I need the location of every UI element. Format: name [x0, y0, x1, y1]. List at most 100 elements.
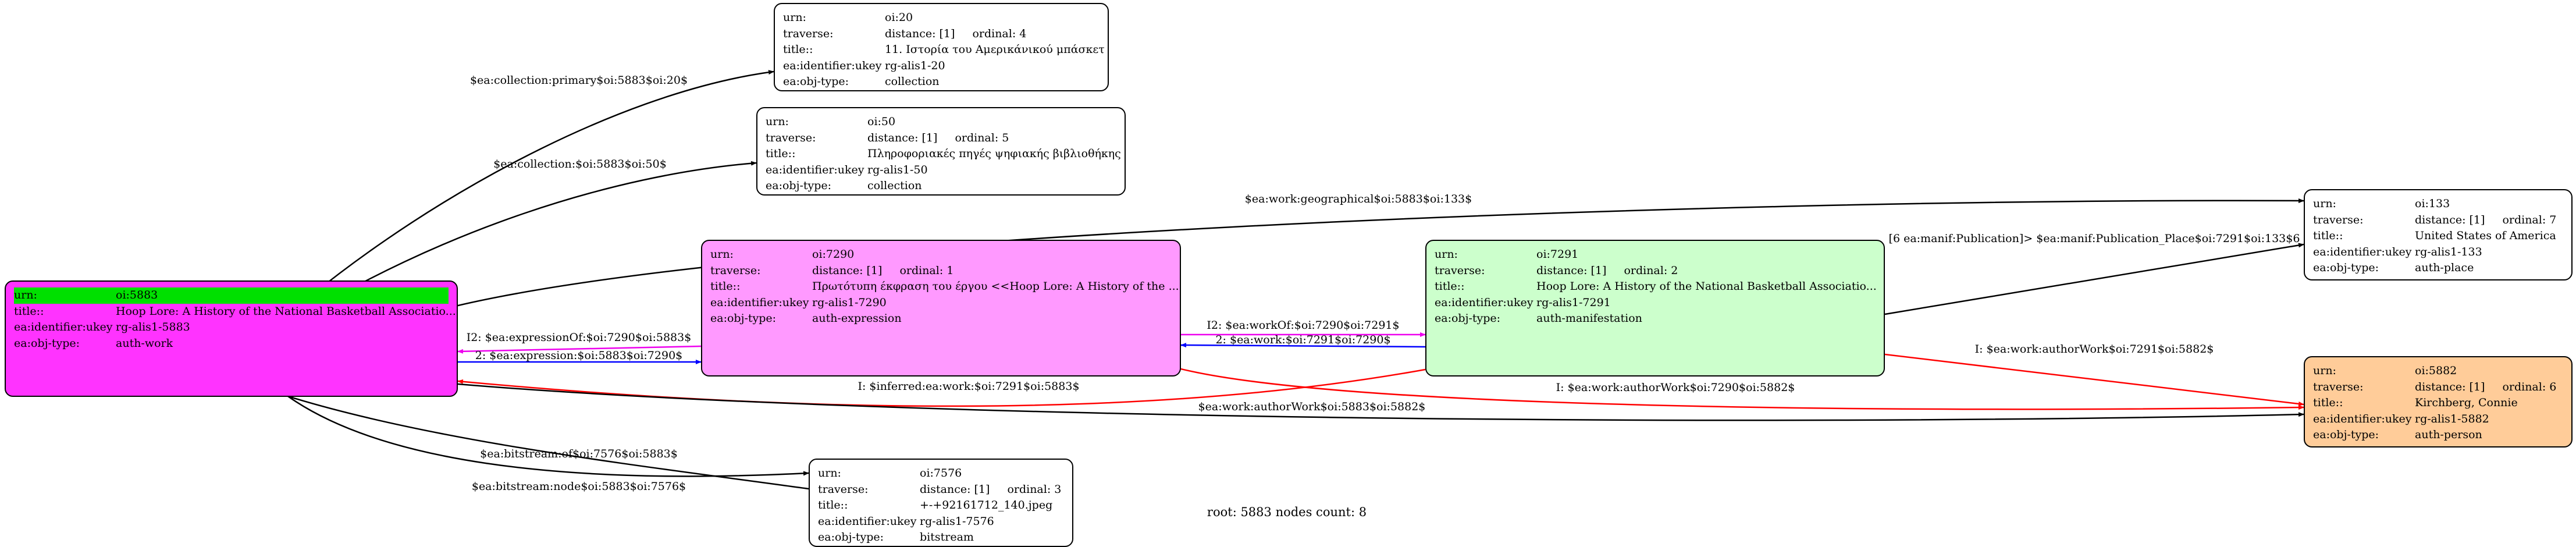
- node-oi-50[interactable]: urn:oi:50 traverse:distance: [1]ordinal:…: [756, 107, 1126, 196]
- field-row: title::+-+92161712_140.jpeg: [818, 498, 1064, 514]
- field-label: ea:identifier:ukey: [783, 59, 882, 72]
- field-value: distance: [1]ordinal: 1: [812, 263, 1172, 279]
- field-label: ea:identifier:ukey: [2313, 245, 2412, 258]
- edge-expression-of: [457, 345, 702, 354]
- node-oi-20[interactable]: urn: oi:20 traverse:distance: [1]ordinal:…: [774, 3, 1109, 91]
- edge-author-work-7290: [1180, 368, 2304, 410]
- edge-label-bitstream-of: $ea:bitstream:of$oi:7576$oi:5883$: [480, 447, 678, 460]
- field-value: distance: [1]ordinal: 7: [2415, 212, 2563, 229]
- edge-collection-primary: [277, 70, 774, 324]
- field-value: Πληροφοριακές πηγές ψηφιακής βιβλιοθήκης: [867, 147, 1121, 160]
- edge-bitstream-of: [287, 395, 809, 490]
- field-row: title::Hoop Lore: A History of the Natio…: [14, 304, 456, 320]
- node-oi-7576[interactable]: urn:oi:7576 traverse:distance: [1]ordina…: [809, 459, 1073, 547]
- edge-label-work-of: I2: $ea:workOf:$oi:7290$oi:7291$: [1207, 319, 1400, 332]
- field-label: traverse:: [766, 131, 816, 144]
- field-label: traverse:: [710, 264, 761, 277]
- field-label: title::: [2313, 229, 2343, 242]
- node-ukey: rg-alis1-5883: [116, 321, 190, 333]
- edge-label-expression-of: I2: $ea:expressionOf:$oi:7290$oi:5883$: [466, 331, 692, 344]
- field-value: distance: [1]ordinal: 5: [867, 130, 1116, 147]
- field-row: ea:obj-type:auth-person: [2313, 427, 2563, 443]
- field-row: ea:obj-type:auth-expression: [710, 311, 1172, 327]
- field-value: rg-alis1-7290: [812, 296, 887, 309]
- field-row: ea:obj-type: bitstream: [818, 530, 1064, 546]
- field-row: urn:oi:133: [2313, 196, 2563, 212]
- field-value: oi:5882: [2415, 364, 2457, 377]
- node-oi-5883[interactable]: urn:oi:5883 title::Hoop Lore: A History …: [5, 280, 458, 397]
- field-value: oi:50: [867, 115, 896, 128]
- field-label: urn:: [783, 11, 806, 24]
- edge-label-author-work-7291: I: $ea:work:authorWork$oi:7291$oi:5882$: [1974, 343, 2214, 356]
- node-oi-133[interactable]: urn:oi:133 traverse: distance: [1]ordinal…: [2304, 189, 2573, 280]
- field-label: traverse:: [2313, 380, 2364, 393]
- field-value: Kirchberg, Connie: [2415, 396, 2518, 409]
- field-label: ea:obj-type:: [14, 336, 80, 350]
- field-value: distance: [1]ordinal: 3: [920, 482, 1064, 498]
- field-value: rg-alis1-5882: [2415, 412, 2489, 425]
- field-row: traverse: distance: [1]ordinal: 5: [766, 130, 1116, 147]
- edge-label-work: 2: $ea:work:$oi:7291$oi:7290$: [1215, 333, 1391, 346]
- node-urn: oi:5883: [116, 289, 158, 301]
- field-label: title::: [1435, 280, 1465, 293]
- field-row: title::Hoop Lore: A History of the Natio…: [1435, 279, 1877, 295]
- edge-author-work-5883: [457, 383, 2304, 421]
- field-value: rg-alis1-20: [885, 59, 945, 72]
- field-value: distance: [1]: [2415, 380, 2485, 393]
- edges-layer: [277, 70, 2304, 490]
- field-row: traverse:distance: [1]ordinal: 4: [783, 26, 1100, 42]
- field-label: urn:: [1435, 248, 1458, 261]
- field-value: distance: [1]ordinal: 6: [2415, 379, 2563, 396]
- field-label: title::: [783, 43, 813, 56]
- field-value: distance: [1]: [920, 482, 990, 496]
- field-row: traverse: distance: [1]ordinal: 1: [710, 263, 1172, 279]
- edge-label-bitstream-node: $ea:bitstream:node$oi:5883$oi:7576$: [471, 480, 686, 493]
- field-row: title::United States of America: [2313, 228, 2563, 244]
- node-oi-5882[interactable]: urn: oi:5882 traverse: distance: [1]ordina…: [2304, 356, 2573, 447]
- field-row: title::11. Ιστορία του Αμερικάνικού μπάσ…: [783, 42, 1105, 58]
- field-row: ea:obj-type:collection: [783, 74, 1100, 90]
- edge-bitstream-node: [287, 395, 809, 477]
- edge-author-work-7291: [1884, 353, 2304, 406]
- node-oi-7290[interactable]: urn:oi:7290 traverse:distance: [1]ordina…: [701, 240, 1181, 376]
- edge-work-geographical: [395, 198, 2304, 325]
- field-value: +-+92161712_140.jpeg: [920, 499, 1053, 512]
- field-value: ordinal: 5: [955, 131, 1009, 144]
- field-row: traverse:distance: [1]ordinal: 3: [818, 482, 1064, 498]
- field-row: urn: oi:20: [783, 10, 1100, 26]
- field-value: oi:133: [2415, 197, 2450, 210]
- field-value: distance: [1]: [2415, 213, 2485, 226]
- field-value: rg-alis1-133: [2415, 245, 2482, 258]
- field-label: title::: [710, 280, 741, 293]
- edge-label-author-work-7290: I: $ea:work:authorWork$oi:7290$oi:5882$: [1556, 381, 1795, 394]
- field-label: ea:identifier:ukey: [2313, 412, 2412, 425]
- field-value: bitstream: [920, 531, 974, 544]
- field-value: collection: [867, 179, 922, 192]
- field-label: title::: [14, 304, 44, 318]
- node-urn-row: urn:oi:5883: [14, 287, 449, 304]
- field-value: Hoop Lore: A History of the National Bas…: [1536, 280, 1877, 293]
- edge-label-inferred-work: I: $inferred:ea:work:$oi:7291$oi:5883$: [858, 380, 1080, 393]
- field-label: traverse:: [2313, 213, 2364, 226]
- field-label: ea:obj-type:: [766, 179, 832, 192]
- field-row: urn: oi:5882: [2313, 363, 2563, 379]
- field-label: ea:identifier:ukey: [710, 296, 809, 309]
- field-label: title::: [2313, 396, 2343, 409]
- node-oi-7291[interactable]: urn:oi:7291 traverse:distance: [1]ordina…: [1425, 240, 1885, 376]
- field-label: ea:obj-type:: [2313, 428, 2379, 441]
- field-label: title::: [766, 147, 796, 160]
- field-label: title::: [818, 499, 848, 512]
- field-label: ea:identifier:ukey: [818, 514, 917, 528]
- field-label: ea:obj-type:: [818, 531, 884, 544]
- field-label: ea:obj-type:: [1435, 312, 1501, 325]
- field-label: ea:obj-type:: [710, 312, 777, 325]
- field-label: traverse:: [1435, 264, 1485, 277]
- field-value: oi:20: [885, 11, 913, 24]
- field-value: distance: [1]: [885, 27, 955, 40]
- edge-label-collection-primary: $ea:collection:primary$oi:5883$oi:20$: [469, 74, 688, 87]
- footer-node-count: root: 5883 nodes count: 8: [1207, 505, 1367, 519]
- field-label: urn:: [2313, 364, 2336, 377]
- edge-label-work-geographical: $ea:work:geographical$oi:5883$oi:133$: [1244, 193, 1472, 205]
- field-label: ea:obj-type:: [783, 75, 849, 88]
